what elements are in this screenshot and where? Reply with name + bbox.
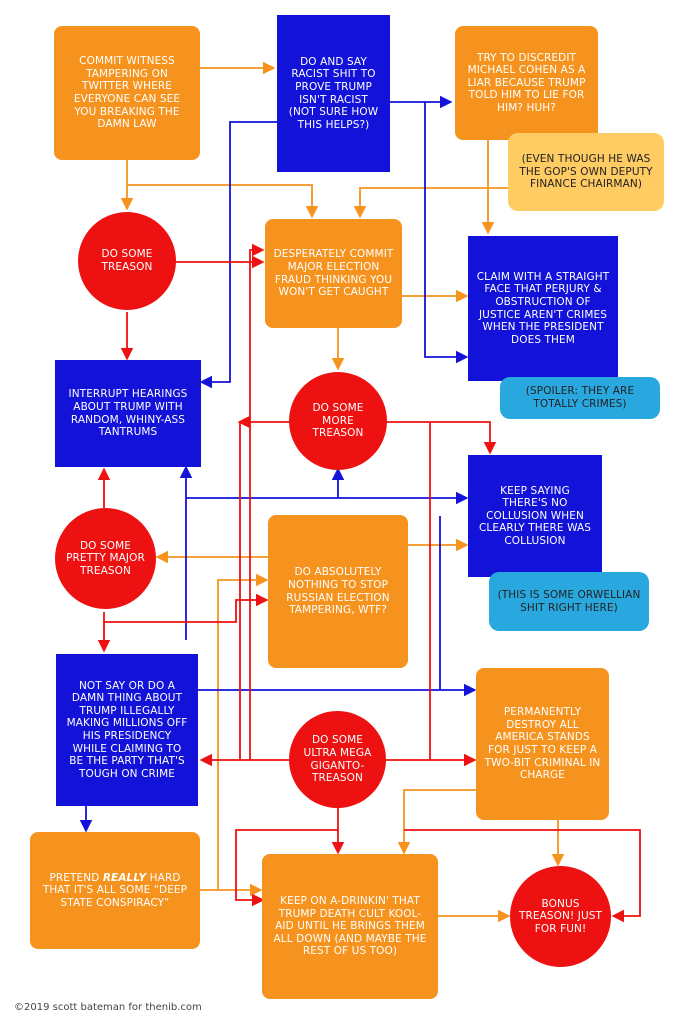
arrow-destroy-koolaid xyxy=(397,789,476,855)
arrow-cohen-fraud xyxy=(353,187,508,219)
arrow-treason4-pretend xyxy=(235,829,338,907)
arrow-loop-fraud-up xyxy=(249,243,265,760)
circle-pretty-major-treason-text: DO SOME PRETTY MAJOR TREASON xyxy=(66,539,145,577)
node-racist-shit: DO AND SAY RACIST SHIT TO PROVE TRUMP IS… xyxy=(277,15,390,172)
node-illegal-millions-text: NOT SAY OR DO A DAMN THING ABOUT TRUMP I… xyxy=(66,679,188,780)
circle-giganto-treason-text: DO SOME ULTRA MEGA GIGANTO-TREASON xyxy=(303,734,372,785)
node-pretend-deep-state: PRETEND REALLY HARD THAT IT'S ALL SOME “… xyxy=(30,832,200,949)
node-discredit-cohen: TRY TO DISCREDIT MICHAEL COHEN AS A LIAR… xyxy=(455,26,598,140)
circle-more-treason: DO SOME MORE TREASON xyxy=(289,372,387,470)
pretend-rest: HARD THAT IT'S ALL SOME “DEEP STATE CONS… xyxy=(42,871,188,909)
node-election-fraud: DESPERATELY COMMIT MAJOR ELECTION FRAUD … xyxy=(265,219,402,328)
circle-pretty-major-treason: DO SOME PRETTY MAJOR TREASON xyxy=(55,508,156,609)
note-totally-crimes: (SPOILER: THEY ARE TOTALLY CRIMES) xyxy=(500,377,660,419)
node-interrupt-hearings: INTERRUPT HEARINGS ABOUT TRUMP WITH RAND… xyxy=(55,360,201,467)
node-witness-tampering: COMMIT WITNESS TAMPERING ON TWITTER WHER… xyxy=(54,26,200,160)
note-cohen-finance-chairman-text: (EVEN THOUGH HE WAS THE GOP'S OWN DEPUTY… xyxy=(519,153,653,191)
circle-giganto-treason: DO SOME ULTRA MEGA GIGANTO-TREASON xyxy=(289,711,386,808)
arrow-witness-fraud xyxy=(127,184,319,219)
node-interrupt-hearings-text: INTERRUPT HEARINGS ABOUT TRUMP WITH RAND… xyxy=(68,388,188,439)
node-no-collusion: KEEP SAYING THERE'S NO COLLUSION WHEN CL… xyxy=(468,455,602,577)
node-destroy-america-text: PERMANENTLY DESTROY ALL AMERICA STANDS F… xyxy=(484,706,601,782)
node-election-fraud-text: DESPERATELY COMMIT MAJOR ELECTION FRAUD … xyxy=(273,248,394,299)
node-destroy-america: PERMANENTLY DESTROY ALL AMERICA STANDS F… xyxy=(476,668,609,820)
circle-bonus-treason-text: BONUS TREASON! JUST FOR FUN! xyxy=(518,897,603,935)
node-discredit-cohen-text: TRY TO DISCREDIT MICHAEL COHEN AS A LIAR… xyxy=(467,51,586,114)
node-illegal-millions: NOT SAY OR DO A DAMN THING ABOUT TRUMP I… xyxy=(56,654,198,806)
node-russian-tampering: DO ABSOLUTELY NOTHING TO STOP RUSSIAN EL… xyxy=(268,515,408,668)
arrow-treason3-russia xyxy=(104,593,269,623)
circle-bonus-treason: BONUS TREASON! JUST FOR FUN! xyxy=(510,866,611,967)
arrow-pretend-russia xyxy=(217,573,269,890)
pretend-emphasis: REALLY xyxy=(102,871,147,884)
arrow-bonus-loop xyxy=(404,829,641,923)
node-perjury-not-crimes: CLAIM WITH A STRAIGHT FACE THAT PERJURY … xyxy=(468,236,618,381)
pretend-word: PRETEND xyxy=(49,871,100,884)
note-orwellian-text: (THIS IS SOME ORWELLIAN SHIT RIGHT HERE) xyxy=(497,588,641,614)
arrow-treason2-collusion xyxy=(386,421,497,455)
node-racist-shit-text: DO AND SAY RACIST SHIT TO PROVE TRUMP IS… xyxy=(288,55,379,131)
circle-more-treason-text: DO SOME MORE TREASON xyxy=(312,402,364,440)
arrow-racist-perjury xyxy=(424,102,469,364)
node-russian-tampering-text: DO ABSOLUTELY NOTHING TO STOP RUSSIAN EL… xyxy=(286,566,390,617)
node-kool-aid: KEEP ON A-DRINKIN' THAT TRUMP DEATH CULT… xyxy=(262,854,438,999)
circle-do-some-treason-text: DO SOME TREASON xyxy=(101,248,153,273)
note-totally-crimes-text: (SPOILER: THEY ARE TOTALLY CRIMES) xyxy=(525,385,635,410)
note-cohen-finance-chairman: (EVEN THOUGH HE WAS THE GOP'S OWN DEPUTY… xyxy=(508,133,664,211)
node-no-collusion-text: KEEP SAYING THERE'S NO COLLUSION WHEN CL… xyxy=(478,484,592,547)
circle-do-some-treason: DO SOME TREASON xyxy=(78,212,176,310)
arrow-racist-hearings xyxy=(199,121,277,389)
credit-line: ©2019 scott bateman for thenib.com xyxy=(14,1002,202,1013)
node-perjury-not-crimes-text: CLAIM WITH A STRAIGHT FACE THAT PERJURY … xyxy=(476,270,610,346)
node-kool-aid-text: KEEP ON A-DRINKIN' THAT TRUMP DEATH CULT… xyxy=(273,895,427,958)
node-pretend-deep-state-text: PRETEND REALLY HARD THAT IT'S ALL SOME “… xyxy=(38,872,192,910)
note-orwellian: (THIS IS SOME ORWELLIAN SHIT RIGHT HERE) xyxy=(489,572,649,631)
node-witness-tampering-text: COMMIT WITNESS TAMPERING ON TWITTER WHER… xyxy=(73,55,181,131)
